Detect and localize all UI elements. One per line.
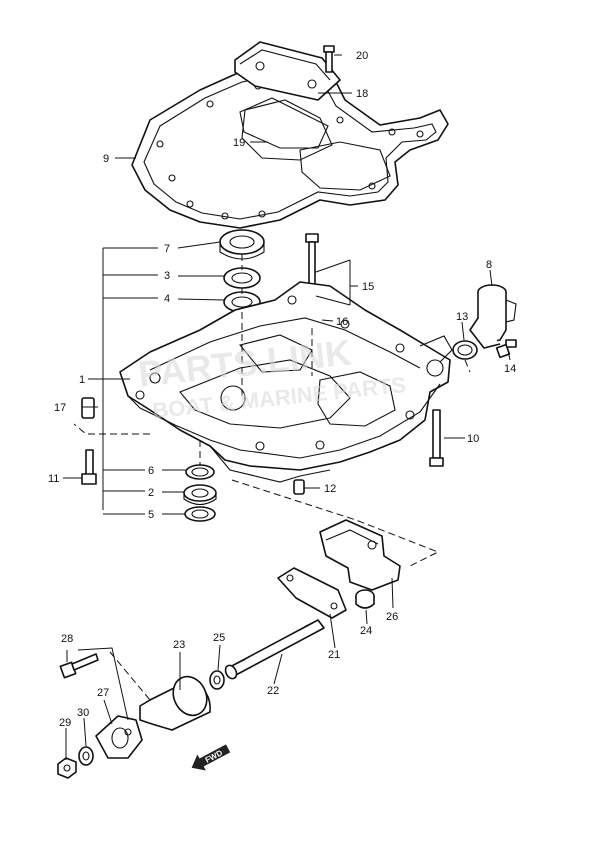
rubber-mount-part-23 [139, 675, 211, 731]
callout-26: 26 [386, 611, 398, 623]
callout-5: 5 [148, 509, 154, 521]
gasket-part-19 [239, 97, 329, 149]
callout-29: 29 [59, 717, 71, 729]
oil-seal-part-3 [223, 267, 261, 289]
callout-13: 13 [456, 311, 468, 323]
callout-9: 9 [103, 153, 109, 165]
callout-20: 20 [356, 50, 368, 62]
gasket-part-21 [277, 567, 347, 619]
dowel-part-12 [293, 479, 305, 495]
mount-plate-part-27 [95, 715, 143, 759]
callout-7: 7 [164, 243, 170, 255]
bracket-part-26 [319, 519, 401, 591]
callout-19: 19 [233, 137, 245, 149]
callout-23: 23 [173, 639, 185, 651]
callout-14: 14 [504, 363, 516, 375]
callout-17: 17 [54, 402, 66, 414]
nut-part-29 [57, 757, 77, 779]
callout-labels: 20 18 19 9 7 3 4 15 16 8 13 14 1 17 10 1… [48, 50, 516, 729]
callout-16: 16 [336, 316, 348, 328]
engine-holder-part-1 [119, 281, 453, 483]
callout-15: 15 [362, 281, 374, 293]
callout-21: 21 [328, 649, 340, 661]
bolt-part-28 [59, 653, 99, 679]
callout-2: 2 [148, 487, 154, 499]
gasket-part-9 [131, 59, 449, 229]
dowel-part-17 [81, 397, 95, 419]
callout-25: 25 [213, 632, 225, 644]
callout-11: 11 [48, 473, 59, 485]
callout-24: 24 [360, 625, 372, 637]
callout-6: 6 [148, 465, 154, 477]
bearing-part-2 [183, 484, 217, 506]
shaft-part-22 [224, 619, 325, 680]
callout-4: 4 [164, 293, 170, 305]
callout-8: 8 [486, 259, 492, 271]
assembly-dashed-lines [73, 254, 471, 701]
water-outlet-part-8 [469, 284, 517, 349]
callout-22: 22 [267, 685, 279, 697]
callout-12: 12 [324, 483, 336, 495]
bolt-part-14 [495, 339, 517, 359]
bolt-part-10 [429, 409, 444, 467]
callout-28: 28 [61, 633, 73, 645]
oil-seal-part-6 [185, 464, 215, 480]
leader-lines [63, 54, 511, 760]
washer-part-30 [78, 746, 94, 766]
oil-seal-part-5 [184, 506, 216, 522]
collar-part-24 [355, 589, 375, 609]
callout-10: 10 [467, 433, 479, 445]
bolt-part-11 [81, 449, 97, 485]
callout-30: 30 [77, 707, 89, 719]
washer-part-25 [209, 670, 225, 690]
callout-18: 18 [356, 88, 368, 100]
o-ring-part-13 [452, 340, 478, 360]
callout-3: 3 [164, 270, 170, 282]
forward-direction-arrow: FWD [191, 744, 231, 771]
cover-part-18 [234, 41, 341, 101]
bolt-part-20 [323, 45, 335, 73]
callout-27: 27 [97, 687, 109, 699]
callout-1: 1 [79, 374, 85, 386]
